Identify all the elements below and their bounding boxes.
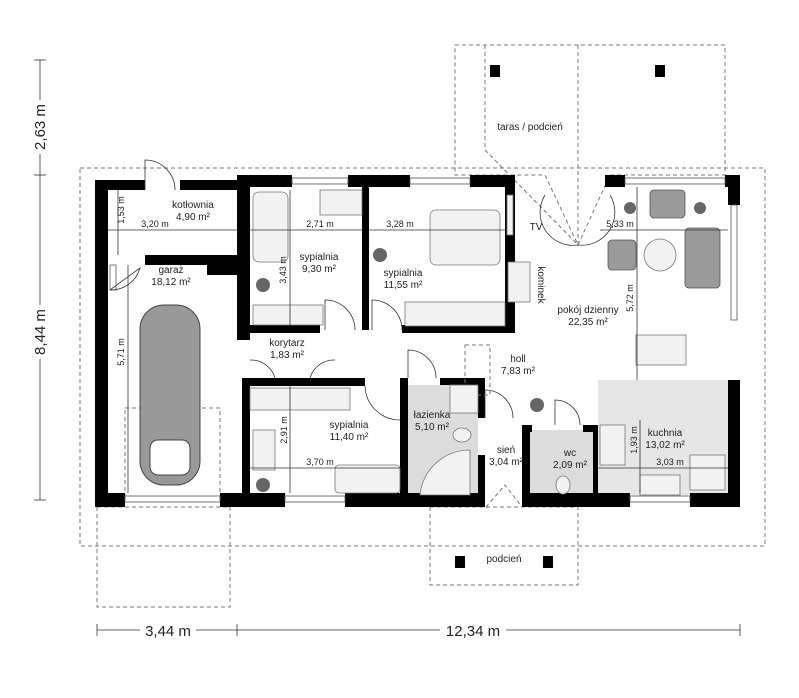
desk-icon [319, 189, 363, 216]
bathtub-icon [252, 191, 289, 263]
svg-text:sypialnia: sypialnia [330, 420, 369, 431]
plant-icon [624, 202, 636, 214]
armchair-icon [649, 189, 686, 219]
svg-text:sień: sień [497, 445, 515, 456]
plant-icon [256, 478, 270, 492]
room-label-holl: holl 7,83 m² [501, 354, 536, 377]
svg-text:holl: holl [510, 354, 526, 365]
dim-label: 2,71 m [306, 219, 334, 229]
svg-text:sypialnia: sypialnia [384, 268, 423, 279]
garage-apron [96, 506, 231, 608]
shower-icon [449, 384, 479, 414]
room-label-sypialnia-2: sypialnia 11,55 m² [384, 268, 423, 291]
toilet-icon [452, 427, 472, 443]
dim-label: 1,53 m [116, 196, 126, 224]
outer-dim-bottom-left: 3,44 m [145, 623, 191, 640]
svg-text:pokój dzienny: pokój dzienny [557, 305, 618, 316]
room-label-sien: sień 3,04 m² [489, 445, 524, 468]
sink-icon [639, 474, 681, 496]
svg-text:kotłownia: kotłownia [172, 200, 214, 211]
room-label-kuchnia: kuchnia 13,02 m² [645, 428, 685, 451]
svg-text:3,04 m²: 3,04 m² [489, 457, 524, 468]
svg-text:11,55 m²: 11,55 m² [384, 280, 423, 291]
coffee-table-icon [643, 238, 677, 272]
tv-icon [506, 194, 514, 236]
car-icon [139, 304, 201, 486]
terrace-label: taras / podcień [497, 122, 563, 133]
dim-label: 5,33 m [606, 219, 634, 229]
svg-text:7,83 m²: 7,83 m² [501, 366, 536, 377]
room-label-sypialnia-1: sypialnia 9,30 m² [300, 252, 339, 275]
porch-label: podcień [486, 554, 521, 565]
room-label-kotlownia: kotłownia 4,90 m² [172, 200, 214, 223]
plants [256, 202, 706, 492]
dining-table-icon [635, 334, 687, 366]
dim-label: 3,20 m [141, 219, 169, 229]
svg-text:sypialnia: sypialnia [300, 252, 339, 263]
svg-text:1,83 m²: 1,83 m² [270, 350, 305, 361]
svg-text:korytarz: korytarz [269, 338, 305, 349]
room-label-sypialnia-3: sypialnia 11,40 m² [330, 420, 369, 443]
svg-text:łazienka: łazienka [414, 410, 451, 421]
svg-text:18,12 m²: 18,12 m² [151, 277, 191, 288]
porch-column [543, 556, 553, 568]
plant-icon [530, 398, 544, 412]
plant-icon [694, 202, 706, 214]
armchair-icon [607, 239, 637, 271]
dimension-lines [108, 187, 728, 493]
dim-label: 2,91 m [279, 416, 289, 444]
windows [109, 177, 738, 503]
room-label-wc: wc 2,09 m² [553, 448, 588, 471]
dim-label: 3,28 m [386, 219, 414, 229]
room-label-korytarz: korytarz 1,83 m² [269, 338, 305, 361]
svg-text:9,30 m²: 9,30 m² [302, 264, 337, 275]
dim-label: 3,70 m [306, 457, 334, 467]
plant-icon [256, 278, 270, 292]
toilet-icon [555, 475, 571, 495]
dim-label: 5,72 m [625, 284, 635, 312]
terrace-column [655, 65, 665, 77]
room-label-garaz: garaż 18,12 m² [151, 265, 191, 288]
outer-dim-bottom-right: 12,34 m [446, 623, 500, 640]
porch-column [455, 556, 465, 568]
bathtub-icon [334, 464, 401, 494]
terrace-column [490, 65, 500, 77]
room-label-pokoj-dzienny: pokój dzienny 22,35 m² [557, 305, 618, 328]
dim-label: 3,43 m [278, 256, 288, 284]
svg-text:wc: wc [563, 448, 576, 459]
tv-label: TV [530, 222, 543, 233]
svg-text:22,35 m²: 22,35 m² [568, 317, 608, 328]
plant-icon [373, 248, 387, 262]
svg-text:garaż: garaż [158, 265, 183, 276]
svg-text:kuchnia: kuchnia [648, 428, 683, 439]
corner-bath-icon [419, 449, 471, 496]
fireplace-label: kominek [535, 266, 546, 304]
svg-text:2,09 m²: 2,09 m² [553, 460, 588, 471]
outer-dim-top-left: 2,63 m [32, 104, 49, 150]
svg-text:4,90 m²: 4,90 m² [176, 212, 211, 223]
dim-label: 1,93 m [629, 426, 639, 454]
dim-label: 3,03 m [656, 457, 684, 467]
outer-dim-left: 8,44 m [32, 309, 49, 355]
sofa-icon [684, 227, 721, 289]
stove-icon [689, 454, 726, 491]
terrace-line [484, 149, 579, 246]
double-bed-icon [429, 209, 501, 266]
svg-text:11,40 m²: 11,40 m² [330, 432, 369, 443]
room-label-lazienka: łazienka 5,10 m² [414, 410, 451, 433]
fireplace-icon [507, 261, 531, 303]
walls [95, 175, 740, 507]
svg-text:5,10 m²: 5,10 m² [415, 422, 450, 433]
furniture [249, 189, 726, 496]
svg-text:13,02 m²: 13,02 m² [645, 440, 685, 451]
dim-label: 5,71 m [116, 338, 126, 366]
